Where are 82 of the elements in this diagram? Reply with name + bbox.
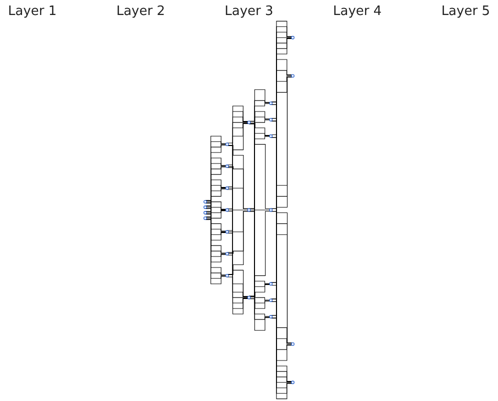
- connector: [205, 158, 226, 201]
- node-circle: [225, 164, 229, 168]
- node-circle: [269, 118, 273, 122]
- connector: [226, 145, 249, 297]
- connector: [270, 211, 292, 383]
- node-circle: [225, 252, 229, 256]
- connector: [227, 116, 248, 188]
- node-circle: [269, 208, 273, 212]
- node-circle: [269, 102, 273, 105]
- connector: [227, 211, 248, 298]
- connector: [205, 219, 226, 284]
- connector: [270, 26, 292, 119]
- node-circle: [269, 315, 273, 318]
- node-circle: [225, 142, 229, 146]
- connector: [206, 210, 226, 213]
- connector: [270, 20, 292, 102]
- connector: [206, 188, 226, 212]
- connector: [206, 180, 226, 201]
- connector: [248, 211, 270, 320]
- connector: [270, 318, 292, 400]
- connector: [206, 188, 226, 218]
- layer-label: Layer 5: [441, 4, 490, 19]
- node-circle: [204, 211, 207, 214]
- connector: [270, 76, 292, 209]
- connector: [226, 189, 248, 298]
- node-circle: [225, 274, 229, 278]
- connector: [270, 70, 292, 119]
- node-circle: [247, 208, 251, 212]
- connector: [270, 76, 292, 136]
- connector: [228, 210, 249, 232]
- connector: [206, 202, 226, 232]
- node-circle: [225, 186, 229, 190]
- node-circle: [247, 120, 251, 124]
- connector: [228, 166, 249, 209]
- connector: [249, 298, 270, 331]
- connector: [206, 207, 226, 210]
- node-circle: [204, 206, 207, 209]
- connector: [270, 32, 292, 136]
- layer-label: Layer 4: [332, 4, 382, 19]
- connector: [270, 37, 292, 209]
- connector: [206, 202, 226, 210]
- node-circle: [269, 298, 273, 302]
- node-circle: [204, 200, 207, 204]
- connector: [270, 301, 292, 394]
- connector: [248, 133, 270, 209]
- connector: [206, 210, 226, 218]
- connector: [228, 188, 249, 210]
- connector: [226, 167, 248, 297]
- connector: [227, 122, 248, 209]
- connector: [250, 122, 270, 136]
- node-circle: [291, 36, 294, 40]
- connector: [250, 111, 270, 122]
- node-circle: [291, 380, 294, 384]
- connector: [250, 284, 270, 298]
- connector: [270, 59, 292, 102]
- connector: [226, 123, 248, 253]
- node-circle: [291, 342, 294, 346]
- connector: [206, 208, 226, 232]
- connector: [205, 136, 226, 201]
- connector: [248, 100, 270, 209]
- connector: [228, 145, 249, 209]
- layer-label: Layer 2: [116, 4, 165, 19]
- layer-label: Layer 3: [224, 4, 274, 19]
- connector: [206, 185, 226, 206]
- node-circle: [269, 134, 273, 138]
- connector: [228, 211, 249, 275]
- connector: [226, 122, 248, 231]
- connector: [227, 276, 249, 314]
- connector: [250, 298, 270, 309]
- node-circle: [225, 208, 229, 212]
- node-circle: [269, 282, 273, 286]
- connector: [249, 89, 270, 122]
- node-circle: [225, 230, 229, 234]
- connector: [226, 123, 249, 275]
- connector: [270, 318, 292, 361]
- node-circle: [291, 74, 294, 78]
- connector: [205, 163, 226, 206]
- node-circle: [204, 216, 207, 220]
- layer-label: Layer 1: [8, 4, 57, 19]
- node-circle: [247, 296, 251, 300]
- connector: [205, 214, 226, 257]
- connector: [270, 284, 292, 388]
